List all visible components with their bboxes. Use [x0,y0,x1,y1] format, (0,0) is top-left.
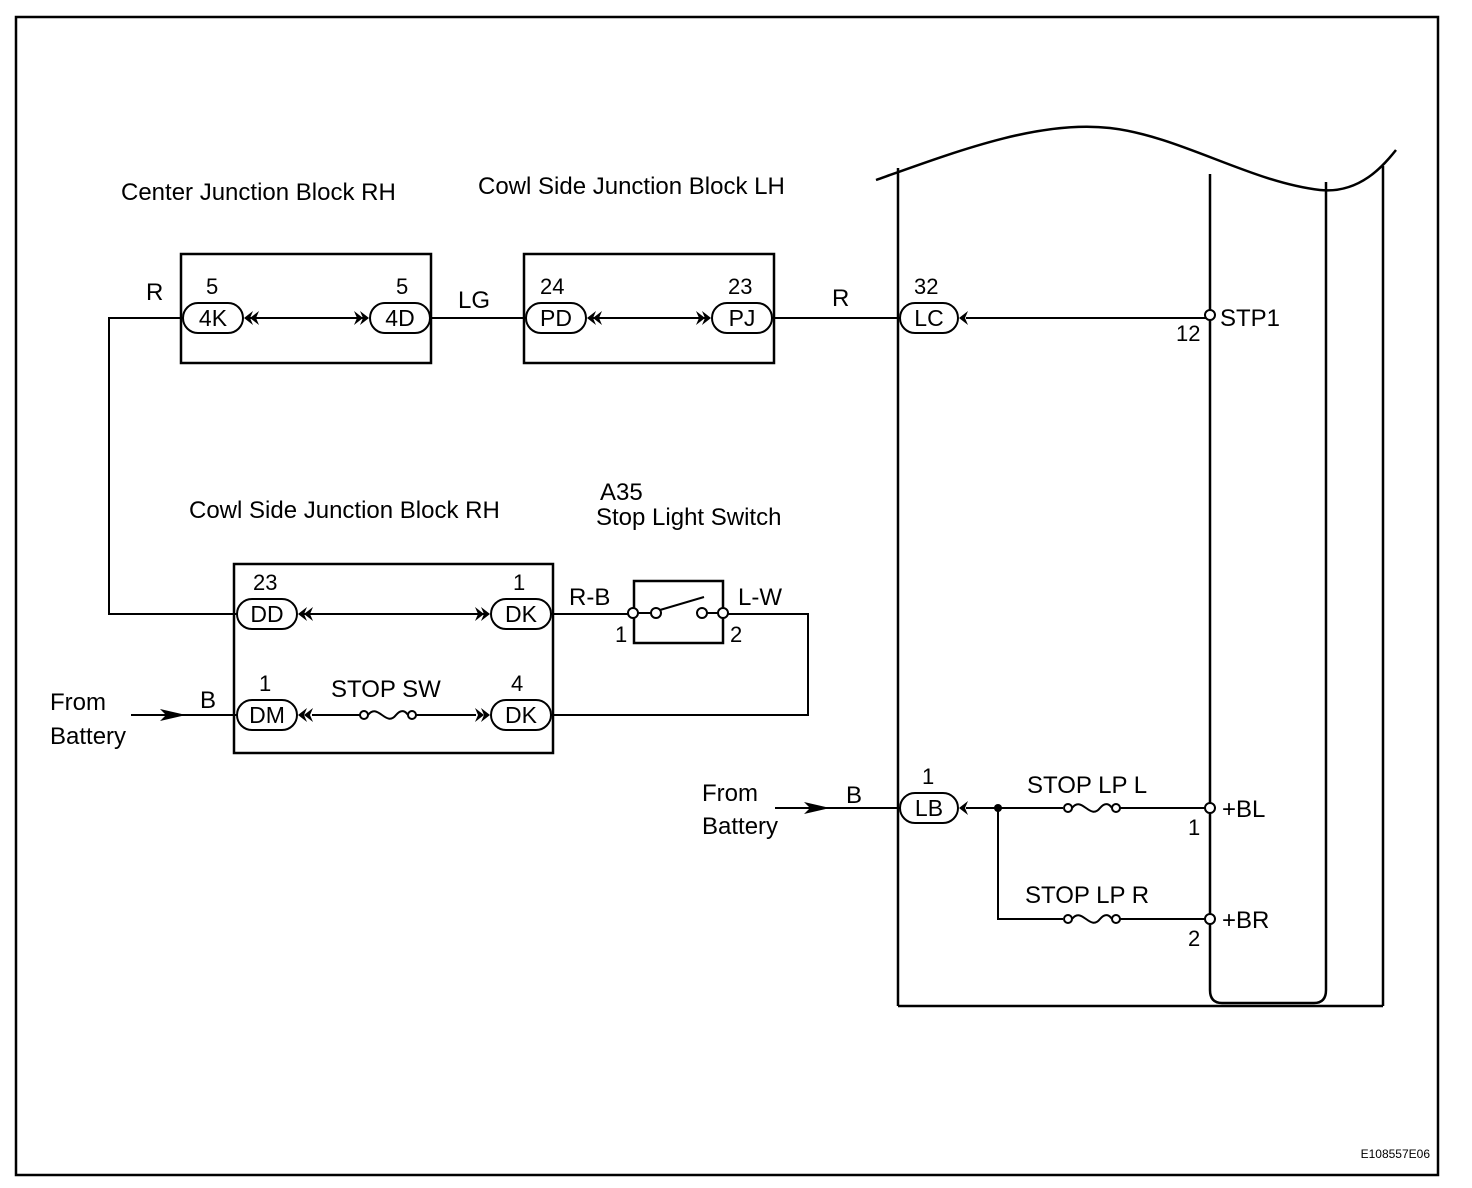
battery-right-line2: Battery [702,813,778,840]
wire-b-left-label: B [200,687,216,714]
conn-4k-code: 4K [199,305,228,331]
battery-left-line2: Battery [50,723,126,750]
conn-4k-pin: 5 [206,274,218,299]
arrow-4d [354,311,369,325]
terminal-bl-label: +BL [1222,796,1265,823]
conn-dk4-code: DK [505,702,538,728]
battery-right-line1: From [702,780,758,807]
ecu-internal-rail [1208,174,1328,1005]
conn-dk1-pin: 1 [513,570,525,595]
conn-4d-code: 4D [385,305,414,331]
cowl-jb-lh-label: Cowl Side Junction Block LH [478,173,785,200]
terminal-br-pin: 2 [1188,926,1200,951]
arrow-dk4 [475,708,490,722]
fuse-stop-lp-r-label: STOP LP R [1025,882,1149,909]
terminal-stp1 [1204,309,1216,321]
conn-dm-pin: 1 [259,671,271,696]
conn-pj-pin: 23 [728,274,752,299]
conn-dm-code: DM [249,702,285,728]
conn-dk1-code: DK [505,601,538,627]
wire-stop-lp-r-left [997,808,1063,920]
figure-id: E108557E06 [1361,1147,1431,1161]
switch-pin2-terminal [717,607,729,619]
switch-pin1-label: 1 [615,622,627,647]
fuse-stop-sw-icon [359,710,417,720]
stop-switch-code: A35 [600,479,643,506]
arrow-dk1 [475,607,490,621]
conn-pj-code: PJ [729,305,756,331]
wire-lw [551,613,809,716]
arrow-battery-right [804,802,830,814]
fuse-stop-lp-l-icon [1063,803,1121,813]
center-jb-rh-label: Center Junction Block RH [121,179,396,206]
wire-lw-label: L-W [738,584,782,611]
conn-4d-pin: 5 [396,274,408,299]
wire-b-right-label: B [846,782,862,809]
arrow-lc [959,311,968,325]
terminal-bl-pin: 1 [1188,815,1200,840]
terminal-bl [1204,802,1216,814]
conn-lc-pill [899,302,959,334]
conn-dd-pill [236,598,298,630]
wire-r-left-label: R [146,279,163,306]
arrow-dd [298,607,313,621]
arrow-dm [298,708,313,722]
conn-lc-code: LC [914,305,943,331]
arrow-battery-left [160,709,186,721]
terminal-br [1204,913,1216,925]
switch-pin2-label: 2 [730,622,742,647]
center-jb-rh-box [179,252,433,365]
battery-left-line1: From [50,689,106,716]
conn-4d-pill [369,302,431,334]
outer-frame [14,15,1440,1177]
cowl-jb-lh-box [522,252,776,365]
conn-pd-pin: 24 [540,274,564,299]
arrow-pd [587,311,602,325]
switch-contact-left [650,607,662,619]
switch-blade [659,596,705,611]
arrow-pj [696,311,711,325]
ecu-body [896,166,1385,1008]
ecu-break-curve [875,125,1397,192]
conn-lb-pill [899,792,959,824]
conn-dk4-pin: 4 [511,671,523,696]
wire-r-left [108,317,237,615]
wire-r-top-label: R [832,285,849,312]
cowl-jb-rh-label: Cowl Side Junction Block RH [189,497,500,524]
fuse-stop-lp-l-label: STOP LP L [1027,772,1147,799]
terminal-stp1-pin: 12 [1176,321,1200,346]
fuse-stop-lp-r-icon [1063,914,1121,924]
arrow-4k [244,311,259,325]
cowl-jb-rh-box [232,562,555,755]
switch-pin1-terminal [627,607,639,619]
conn-dd-pin: 23 [253,570,277,595]
conn-lb-pin: 1 [922,764,934,789]
terminal-stp1-label: STP1 [1220,305,1280,332]
stop-switch-name: Stop Light Switch [596,504,781,531]
terminal-br-label: +BR [1222,907,1269,934]
wire-lg-label: LG [458,287,490,314]
wire-rb-label: R-B [569,584,610,611]
conn-dd-code: DD [250,601,283,627]
fuse-stop-sw-label: STOP SW [331,676,441,703]
conn-lb-code: LB [915,795,943,821]
conn-lc-pin: 32 [914,274,938,299]
switch-contact-right [696,607,708,619]
arrow-lb [959,801,968,815]
conn-pd-code: PD [540,305,572,331]
